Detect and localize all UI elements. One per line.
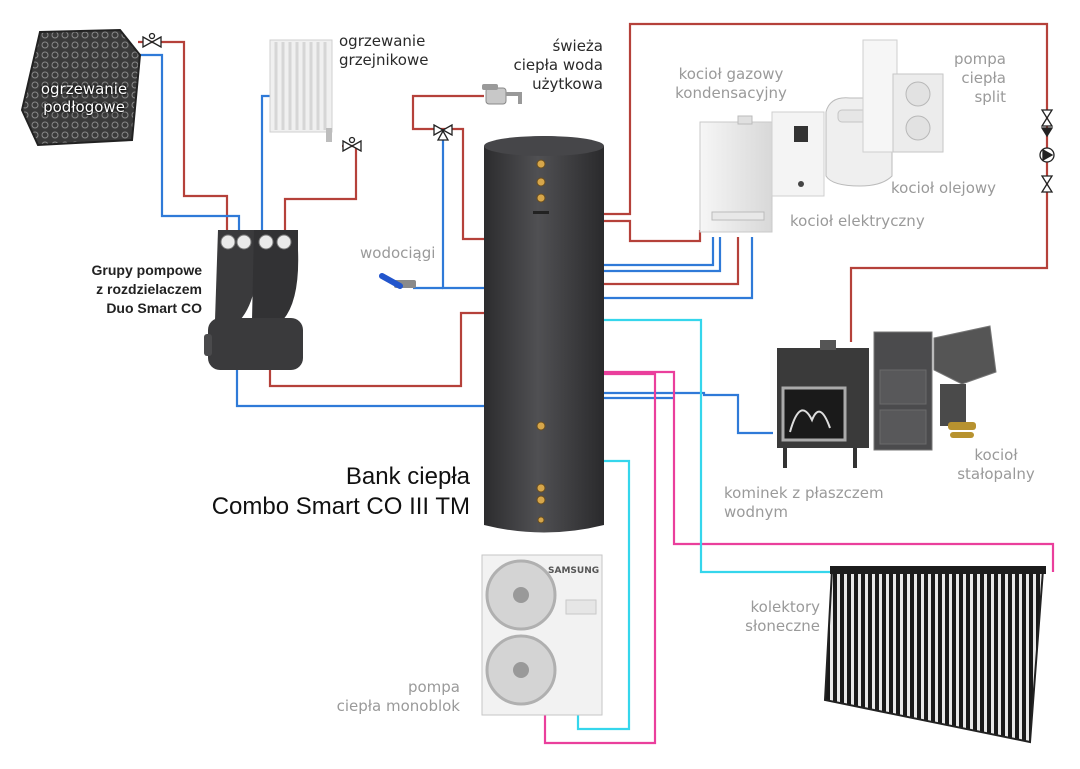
boiler-cold-pipe-1 bbox=[604, 237, 715, 267]
underfloor-valve bbox=[142, 32, 162, 49]
label-dhw-line-2: ciepła woda bbox=[513, 56, 603, 74]
split-hot-pipe bbox=[604, 22, 1049, 342]
label-dhw: świeża ciepła woda użytkowa bbox=[493, 37, 603, 94]
label-solar-line-2: słoneczne bbox=[745, 617, 820, 635]
electric-boiler-image bbox=[771, 111, 825, 197]
label-pump-groups-line-2: z rozdzielaczem bbox=[96, 281, 202, 297]
dhw-hot-pipe bbox=[411, 94, 484, 241]
label-tank: Bank ciepła Combo Smart CO III TM bbox=[180, 462, 470, 522]
monoblock-brand-label: SAMSUNG bbox=[548, 566, 600, 576]
label-solar-line-1: kolektory bbox=[750, 598, 820, 616]
label-electric-boiler: kocioł elektryczny bbox=[790, 212, 925, 231]
monoblock-heat-pump-image bbox=[481, 554, 603, 716]
water-supply-tap-image bbox=[379, 273, 416, 289]
pump-groups-image bbox=[204, 230, 303, 370]
label-dhw-line-3: użytkowa bbox=[532, 75, 603, 93]
label-fireplace-line-2: wodnym bbox=[724, 503, 788, 521]
label-pump-groups-line-3: Duo Smart CO bbox=[106, 300, 202, 316]
label-radiator: ogrzewanie grzejnikowe bbox=[339, 32, 428, 70]
label-monoblock-hp-line-2: ciepła monoblok bbox=[336, 697, 460, 715]
label-solid-fuel-line-1: kocioł bbox=[974, 446, 1018, 464]
label-solid-fuel-line-2: stałopalny bbox=[957, 465, 1035, 483]
label-monoblock-hp: pompa ciepła monoblok bbox=[300, 678, 460, 716]
pipes bbox=[138, 22, 1055, 745]
label-fireplace-line-1: kominek z płaszczem bbox=[724, 484, 884, 502]
label-underfloor-line-1: ogrzewanie bbox=[40, 80, 128, 98]
label-split-hp-line-1: pompa bbox=[953, 50, 1006, 68]
solar-collector-image bbox=[823, 566, 1046, 744]
solar-return-pipe-lower bbox=[543, 372, 657, 745]
radiator-hot-pipe bbox=[283, 144, 358, 230]
label-oil-boiler-line-1: kocioł olejowy bbox=[891, 179, 997, 197]
label-electric-boiler-line-1: kocioł elektryczny bbox=[790, 212, 925, 230]
monoblock-supply-pipe bbox=[576, 459, 631, 731]
label-oil-boiler: kocioł olejowy bbox=[891, 179, 996, 198]
label-fireplace: kominek z płaszczem wodnym bbox=[724, 484, 884, 522]
solid-fuel-boiler-image bbox=[873, 325, 997, 451]
label-radiator-line-2: grzejnikowe bbox=[339, 51, 429, 69]
label-solid-fuel: kocioł stałopalny bbox=[936, 446, 1056, 484]
label-underfloor: ogrzewanie podłogowe bbox=[35, 80, 133, 116]
label-split-hp-line-2: ciepła bbox=[961, 69, 1006, 87]
label-gas-boiler-line-1: kocioł gazowy bbox=[678, 65, 784, 83]
underfloor-hot-pipe bbox=[138, 40, 229, 230]
label-solar: kolektory słoneczne bbox=[720, 598, 820, 636]
boiler-cold-pipe-2 bbox=[604, 237, 722, 273]
faucet-image bbox=[482, 84, 522, 105]
solar-return-pipe bbox=[604, 370, 1055, 572]
label-dhw-line-1: świeża bbox=[552, 37, 603, 55]
label-pump-groups-line-1: Grupy pompowe bbox=[91, 262, 202, 278]
underfloor-heating-image bbox=[20, 28, 142, 147]
label-pump-groups: Grupy pompowe z rozdzielaczem Duo Smart … bbox=[40, 261, 202, 318]
tank-model: Combo Smart CO III TM bbox=[211, 493, 470, 520]
split-heat-pump-image bbox=[862, 39, 944, 153]
pumpgroup-hot-return-pipe bbox=[268, 311, 484, 388]
label-radiator-line-1: ogrzewanie bbox=[339, 32, 426, 50]
label-water-supply-line-1: wodociągi bbox=[360, 244, 436, 262]
pumpgroup-cold-pipe bbox=[235, 370, 484, 408]
label-monoblock-hp-line-1: pompa bbox=[407, 678, 460, 696]
heat-storage-tank bbox=[484, 136, 604, 533]
dhw-mixing-valve bbox=[433, 123, 453, 141]
boiler-cold-pipe-3 bbox=[604, 237, 754, 300]
label-water-supply: wodociągi bbox=[360, 244, 435, 263]
label-gas-boiler: kocioł gazowy kondensacyjny bbox=[660, 65, 802, 103]
gas-boiler-image bbox=[699, 115, 773, 233]
solar-supply-pipe bbox=[604, 318, 830, 574]
boiler-hot-pipe-2 bbox=[604, 237, 740, 286]
valves bbox=[142, 32, 1055, 193]
label-split-hp-line-3: split bbox=[974, 88, 1006, 106]
radiator-image bbox=[269, 39, 333, 142]
fireplace-cold-pipe bbox=[604, 391, 773, 435]
split-circuit-pump bbox=[1039, 109, 1055, 193]
underfloor-cold-pipe bbox=[138, 53, 241, 230]
label-gas-boiler-line-2: kondensacyjny bbox=[675, 84, 787, 102]
label-underfloor-line-2: podłogowe bbox=[43, 98, 125, 116]
tank-title: Bank ciepła bbox=[345, 463, 470, 490]
boiler-hot-pipe-1 bbox=[604, 219, 702, 243]
label-split-hp: pompa ciepła split bbox=[930, 50, 1006, 107]
fireplace-image bbox=[777, 340, 869, 468]
radiator-valve bbox=[342, 136, 362, 153]
